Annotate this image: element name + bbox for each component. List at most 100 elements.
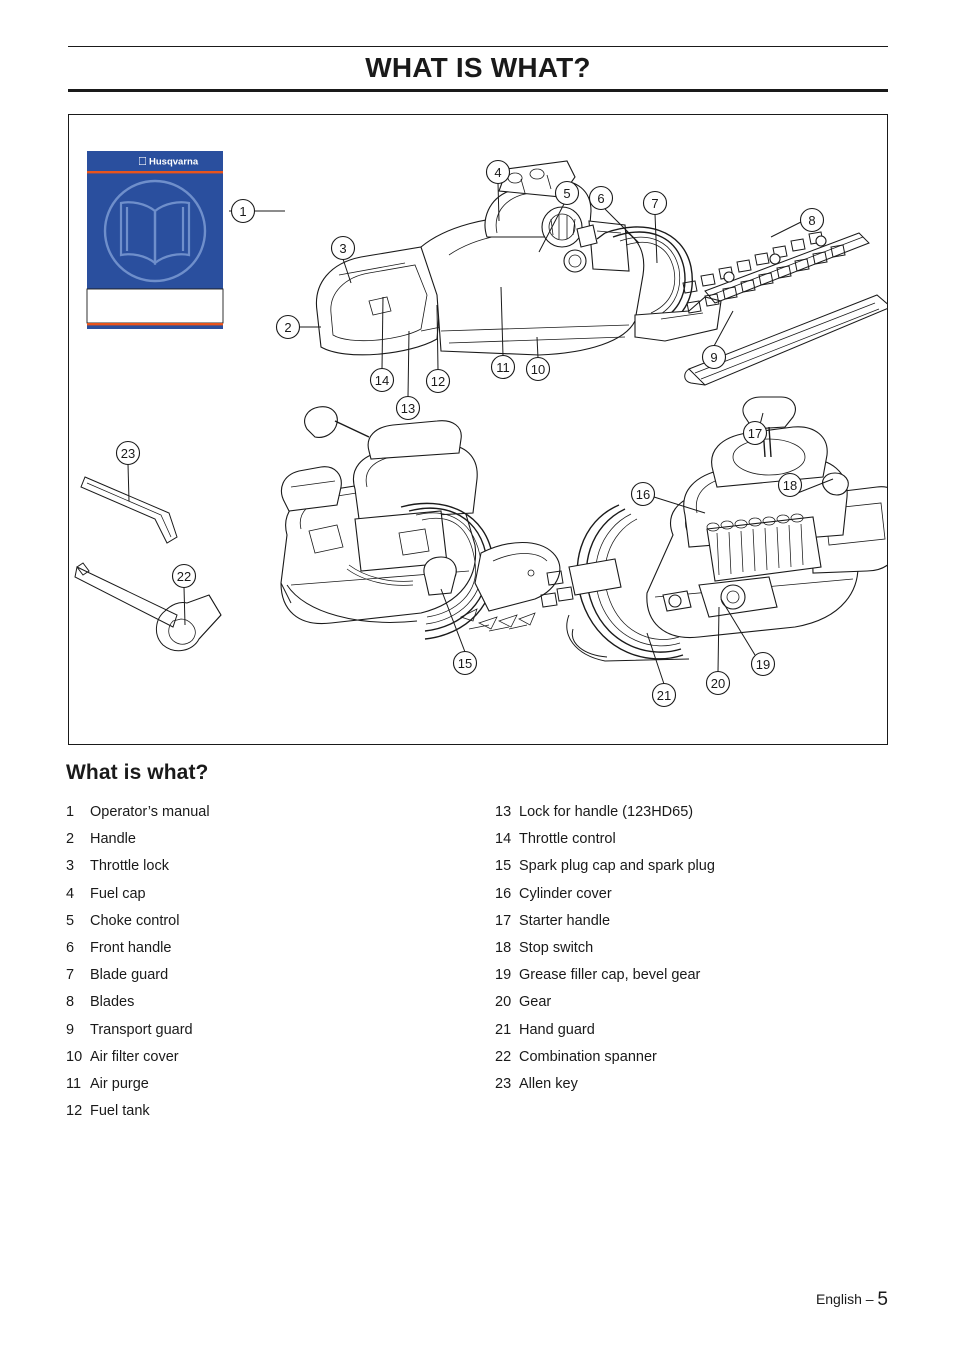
svg-text:21: 21: [657, 688, 671, 703]
svg-text:11: 11: [496, 360, 510, 375]
callout-marker-16: 16: [630, 481, 656, 507]
callout-marker-22: 22: [171, 563, 197, 589]
parts-list-item-number: 10: [66, 1048, 83, 1065]
svg-text:13: 13: [401, 401, 415, 416]
parts-list-item: 3 Throttle lock: [66, 853, 486, 880]
hedge-trimmer-side-view: [315, 160, 887, 386]
parts-list-item-label: Air purge: [90, 1075, 149, 1092]
callout-marker-4: 4: [485, 159, 511, 185]
svg-text:20: 20: [711, 676, 725, 691]
parts-list-item-label: Blades: [90, 994, 135, 1011]
page-title: WHAT IS WHAT?: [365, 52, 591, 83]
parts-list-item-label: Stop switch: [519, 939, 594, 956]
svg-text:22: 22: [177, 569, 191, 584]
callout-marker-19: 19: [750, 651, 776, 677]
parts-list-item-label: Fuel cap: [90, 885, 146, 902]
callout-marker-12: 12: [425, 368, 451, 394]
svg-text:4: 4: [494, 165, 501, 180]
parts-list-item-number: 2: [66, 831, 75, 848]
svg-text:8: 8: [808, 213, 815, 228]
header-rule-bottom: [68, 89, 888, 93]
parts-list-item-number: 17: [495, 912, 512, 929]
svg-text:6: 6: [597, 191, 604, 206]
svg-text:10: 10: [531, 362, 545, 377]
callout-marker-11: 11: [490, 354, 516, 380]
callout-marker-1: 1: [230, 198, 256, 224]
open-book-icon: [119, 201, 191, 266]
parts-list-item-number: 21: [495, 1021, 512, 1038]
callout-leaders: [127, 182, 834, 685]
svg-text:7: 7: [651, 196, 658, 211]
parts-list-item: 17 Starter handle: [495, 908, 895, 935]
svg-text:17: 17: [748, 426, 762, 441]
callout-marker-21: 21: [651, 682, 677, 708]
svg-text:5: 5: [563, 186, 570, 201]
parts-list-item-number: 13: [495, 804, 512, 820]
callout-marker-8: 8: [799, 207, 825, 233]
parts-list-item: 5 Choke control: [66, 908, 486, 935]
parts-list-item-label: Allen key: [519, 1075, 578, 1092]
husqvarna-logo: Husqvarna: [139, 157, 199, 168]
svg-text:18: 18: [783, 478, 797, 493]
callout-marker-10: 10: [525, 356, 551, 382]
combination-spanner-tool: [74, 562, 222, 652]
parts-diagram: Husqvarna: [74, 151, 887, 685]
parts-list-item-number: 19: [495, 967, 512, 984]
parts-list-item-label: Operator’s manual: [90, 804, 210, 820]
parts-list-item: 16 Cylinder cover: [495, 881, 895, 908]
parts-list-item-label: Transport guard: [90, 1021, 193, 1038]
parts-list-item-number: 5: [66, 912, 75, 929]
callout-marker-2: 2: [275, 314, 301, 340]
parts-list-item: 9 Transport guard: [66, 1017, 486, 1044]
svg-text:23: 23: [121, 446, 135, 461]
hedge-trimmer-rear-view: [280, 406, 561, 640]
illustration-frame: Husqvarna: [68, 114, 888, 745]
header-rule-top: [68, 46, 888, 47]
parts-list-item-label: Choke control: [90, 912, 180, 929]
parts-list-item-label: Starter handle: [519, 912, 611, 929]
parts-list-item-number: 16: [495, 885, 512, 902]
callout-marker-15: 15: [452, 650, 478, 676]
page-header: WHAT IS WHAT?: [68, 46, 888, 93]
svg-text:16: 16: [636, 487, 650, 502]
svg-text:12: 12: [431, 374, 445, 389]
parts-list-item-number: 3: [66, 858, 75, 875]
svg-text:9: 9: [710, 350, 717, 365]
callout-marker-23: 23: [115, 440, 141, 466]
parts-list-item: 21 Hand guard: [495, 1017, 895, 1044]
parts-list-item-label: Throttle lock: [90, 858, 169, 875]
parts-list-item: 8 Blades: [66, 989, 486, 1016]
callout-marker-5: 5: [554, 180, 580, 206]
parts-list-item-number: 22: [495, 1048, 512, 1065]
parts-list-item-number: 20: [495, 994, 512, 1011]
parts-list-item-number: 12: [66, 1103, 83, 1120]
parts-list-item-number: 11: [66, 1075, 82, 1092]
callout-marker-7: 7: [642, 190, 668, 216]
callout-marker-18: 18: [777, 472, 803, 498]
svg-text:3: 3: [339, 241, 346, 256]
callout-marker-14: 14: [369, 367, 395, 393]
svg-text:2: 2: [284, 320, 291, 335]
parts-list-item-label: Hand guard: [519, 1021, 595, 1038]
blade-assembly: [682, 231, 870, 314]
parts-list-item-number: 9: [66, 1021, 75, 1038]
parts-list-item-label: Air filter cover: [90, 1048, 179, 1065]
svg-text:Husqvarna: Husqvarna: [149, 157, 199, 168]
parts-list-item-label: Fuel tank: [90, 1103, 150, 1120]
callout-marker-20: 20: [705, 670, 731, 696]
callout-marker-17: 17: [742, 420, 768, 446]
parts-list-item-label: Front handle: [90, 939, 172, 956]
parts-list-item-number: 8: [66, 994, 75, 1011]
footer-page-number: 5: [877, 1289, 888, 1310]
parts-list-item: 10 Air filter cover: [66, 1044, 486, 1071]
parts-list-item-label: Cylinder cover: [519, 885, 612, 902]
parts-list-item-number: 23: [495, 1075, 512, 1092]
